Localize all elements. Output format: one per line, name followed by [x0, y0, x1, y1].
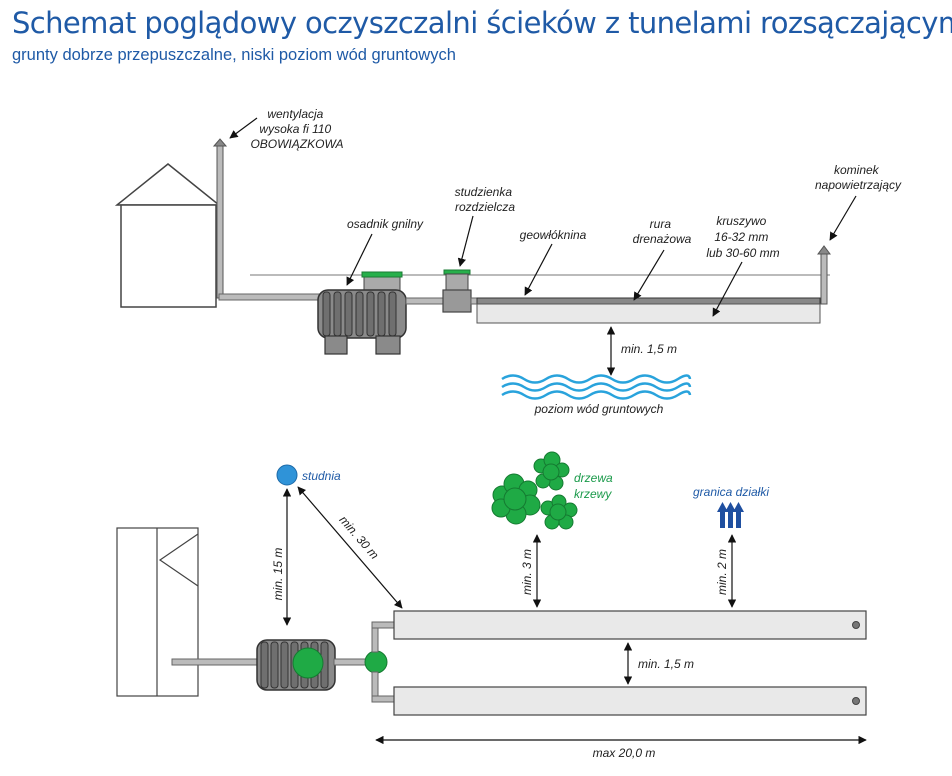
distribution-well-line-1: studzienka — [455, 185, 513, 199]
ventilation-line-2: wysoka fi 110 — [259, 122, 331, 136]
ventilation-pointer — [229, 117, 258, 139]
distribution-pipes — [371, 621, 397, 703]
gravel-line-1: kruszywo — [716, 214, 766, 228]
tunnel-bottom — [393, 686, 867, 716]
air-vent-line-1: kominek — [834, 163, 880, 177]
gravel-label: kruszywo 16-32 mm lub 30-60 mm — [706, 214, 779, 260]
infiltration-bed-side — [470, 297, 821, 324]
septic-tank-side — [317, 271, 407, 355]
distribution-well-plan — [364, 650, 388, 674]
septic-tank-pointer — [346, 233, 373, 286]
well-to-tunnel-arrow — [297, 486, 403, 609]
inlet-pipe — [218, 293, 323, 301]
plot-boundary-icon — [717, 502, 744, 528]
trees-icon — [491, 451, 578, 530]
septic-tank-plan — [256, 639, 336, 691]
ventilation-line-1: wentylacja — [267, 107, 323, 121]
distribution-well-pointer — [457, 215, 474, 267]
trees-distance-label: min. 3 m — [520, 549, 534, 595]
air-vent — [817, 245, 831, 305]
well-to-tank-label: min. 15 m — [271, 548, 285, 601]
well-icon — [276, 464, 298, 486]
gravel-pointer — [712, 261, 743, 317]
groundwater-waves — [501, 374, 692, 400]
plot-boundary-label: granica działki — [693, 485, 769, 499]
air-vent-line-2: napowietrzający — [815, 178, 902, 192]
gravel-line-2: 16-32 mm — [714, 230, 768, 244]
page-title: Schemat poglądowy oczyszczalni ścieków z… — [12, 6, 952, 40]
house-plan — [116, 527, 199, 697]
distribution-well-line-2: rozdzielcza — [455, 200, 515, 214]
distribution-well-side — [442, 269, 472, 313]
geotextile-pointer — [524, 243, 553, 296]
drain-pipe-line-2: drenażowa — [633, 232, 692, 246]
distribution-well-label: studzienka rozdzielcza — [455, 185, 516, 214]
inlet-pipe-plan — [171, 658, 263, 666]
tank-to-well-pipe — [405, 297, 447, 305]
well-to-tunnel-label: min. 30 m — [336, 513, 381, 562]
gravel-line-3: lub 30-60 mm — [706, 246, 779, 260]
tank-to-well-pipe-plan — [333, 658, 367, 666]
drain-pipe-label: rura drenażowa — [633, 217, 692, 246]
house-side — [114, 163, 222, 308]
drain-pipe-line-1: rura — [650, 217, 672, 231]
geotextile-label: geowłóknina — [520, 228, 587, 242]
boundary-distance-label: min. 2 m — [715, 549, 729, 595]
plan-view: studnia min. 15 m min. 30 m — [116, 451, 867, 760]
side-view: wentylacja wysoka fi 110 OBOWIĄZKOWA — [114, 107, 902, 416]
groundwater-distance-label: min. 1,5 m — [621, 342, 677, 356]
air-vent-pointer — [829, 195, 857, 241]
max-length-label: max 20,0 m — [593, 746, 656, 760]
page-subtitle: grunty dobrze przepuszczalne, niski pozi… — [12, 46, 456, 64]
tunnel-top — [393, 610, 867, 640]
trees-label: drzewa krzewy — [574, 471, 616, 501]
tunnel-spacing-label: min. 1,5 m — [638, 657, 694, 671]
groundwater-level-label: poziom wód gruntowych — [534, 402, 664, 416]
septic-tank-label: osadnik gnilny — [347, 217, 424, 231]
drain-pipe-pointer — [633, 249, 665, 301]
ventilation-line-3: OBOWIĄZKOWA — [250, 137, 343, 151]
well-label: studnia — [302, 469, 341, 483]
trees-line-2: krzewy — [574, 487, 612, 501]
trees-line-1: drzewa — [574, 471, 613, 485]
air-vent-label: kominek napowietrzający — [815, 163, 902, 192]
ventilation-label: wentylacja wysoka fi 110 OBOWIĄZKOWA — [250, 107, 343, 151]
